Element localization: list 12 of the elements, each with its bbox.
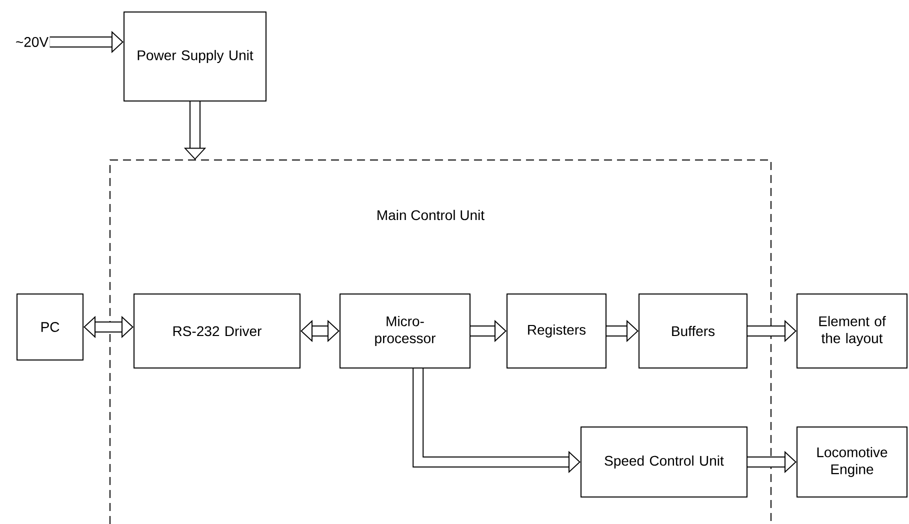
block-box: Element of the layout — [796, 294, 908, 368]
block-box: Power Supply Unit — [124, 12, 266, 102]
block-box: RS-232 Driver — [134, 294, 300, 368]
block-box: Speed Control Unit — [580, 426, 748, 498]
block-box: Locomotive Engine — [796, 426, 908, 498]
block-box: Registers — [506, 294, 606, 368]
block-box: Micro- processor — [340, 294, 470, 368]
voltage-label: ~20V — [16, 37, 48, 47]
block-box: PC — [16, 294, 84, 360]
block-arrow — [84, 316, 134, 338]
block-arrow — [300, 320, 340, 342]
block-box: Buffers — [638, 294, 748, 368]
